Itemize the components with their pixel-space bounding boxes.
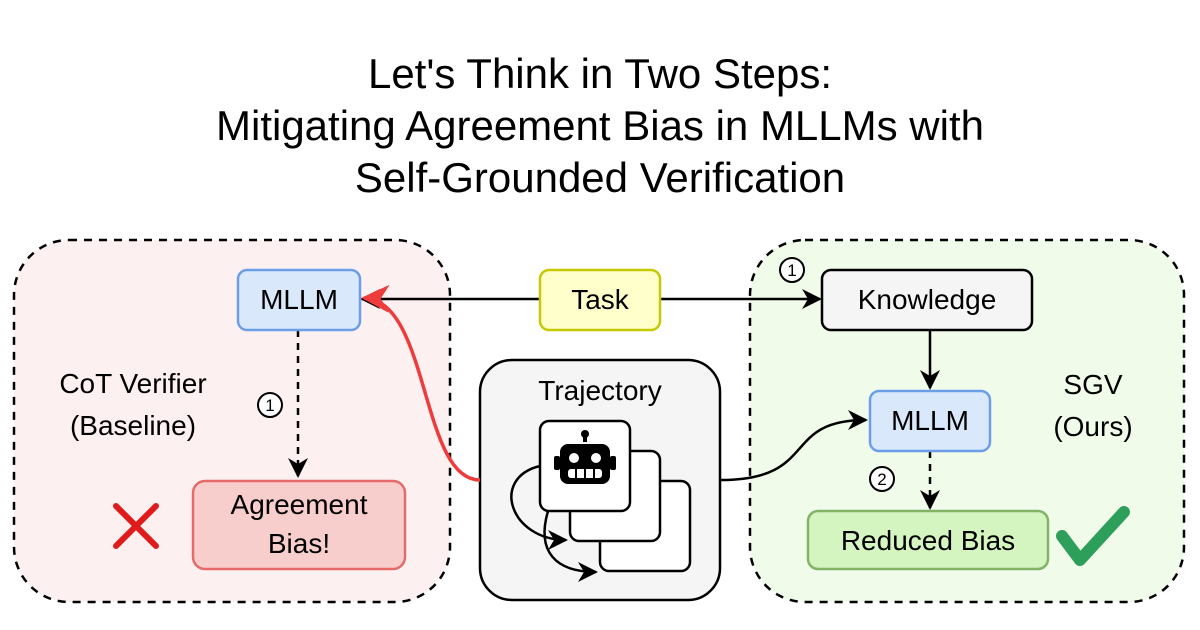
trajectory-to-baseline-mllm-arrow (361, 284, 481, 482)
baseline-name-line-1: CoT Verifier (59, 368, 206, 399)
ours-mllm-box (868, 389, 992, 453)
ours-step2-badge (869, 466, 895, 492)
title-line-1: Let's Think in Two Steps: (367, 50, 833, 97)
robot-icon (554, 430, 616, 484)
trajectory-stack (510, 419, 692, 582)
cross-icon (113, 503, 159, 549)
diagram-title: Let's Think in Two Steps: Mitigating Agr… (0, 48, 1200, 204)
agreement-bias-line-1: Agreement (231, 489, 368, 520)
ours-name-line-1: SGV (1063, 369, 1122, 400)
baseline-name-line-2: (Baseline) (70, 410, 196, 441)
baseline-step-number: 1 (265, 396, 274, 415)
agreement-bias-box (191, 479, 407, 571)
baseline-mllm-label: MLLM (260, 284, 338, 315)
knowledge-box (820, 268, 1034, 332)
ours-step1-badge (779, 257, 805, 283)
title-line-2: Mitigating Agreement Bias in MLLMs with (216, 102, 984, 149)
ours-step2-number: 2 (877, 470, 886, 489)
agreement-bias-line-2: Bias! (268, 528, 330, 559)
knowledge-label: Knowledge (858, 284, 997, 315)
ours-step1-number: 1 (787, 261, 796, 280)
trajectory-loop-arrow-1 (510, 464, 568, 550)
checkmark-icon (1056, 506, 1130, 566)
trajectory-to-ours-mllm-arrow (719, 410, 868, 482)
ours-mllm-label: MLLM (891, 405, 969, 436)
baseline-step-badge (257, 392, 283, 418)
trajectory-loop-arrow-2 (543, 510, 598, 582)
title-line-3: Self-Grounded Verification (354, 154, 846, 201)
trajectory-label: Trajectory (538, 375, 661, 406)
baseline-mllm-box (236, 268, 362, 332)
task-box (538, 268, 662, 332)
reduced-bias-box (806, 509, 1050, 571)
ours-name-line-2: (Ours) (1053, 411, 1132, 442)
reduced-bias-label: Reduced Bias (841, 525, 1015, 556)
task-label: Task (571, 284, 630, 315)
